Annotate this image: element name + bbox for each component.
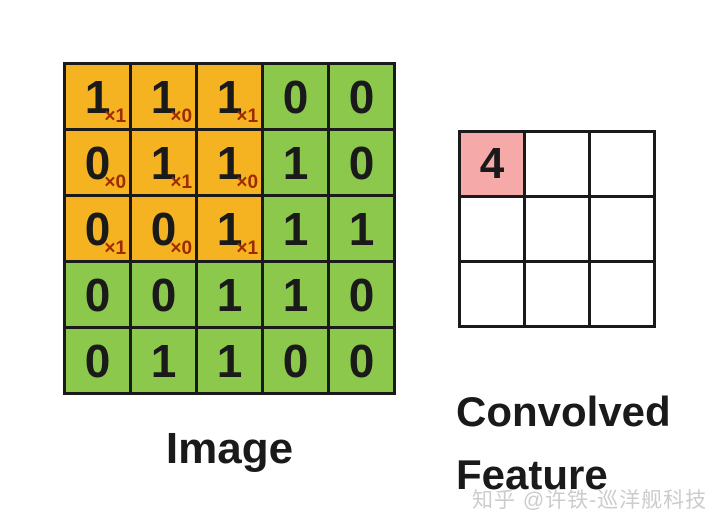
image-cell: 1: [132, 329, 195, 392]
image-cell: 1: [330, 197, 393, 260]
feature-cell: [526, 263, 588, 325]
image-cell: 0: [264, 65, 327, 128]
image-cell: 0: [330, 65, 393, 128]
image-cell-value: 0: [150, 268, 177, 321]
image-cell: 1: [198, 329, 261, 392]
image-cell: 1: [264, 263, 327, 326]
image-cell-value: 1: [216, 202, 243, 255]
kernel-multiplier: ×0: [170, 106, 193, 127]
image-cell: 0: [264, 329, 327, 392]
image-cell-value: 0: [282, 334, 309, 387]
image-cell: 1: [198, 263, 261, 326]
kernel-multiplier: ×1: [104, 106, 127, 127]
image-cell: 0: [66, 329, 129, 392]
image-cell: 1×1: [198, 197, 261, 260]
kernel-multiplier: ×0: [236, 172, 259, 193]
image-cell: 1×0: [132, 65, 195, 128]
convolved-feature-label-line1: Convolved: [456, 388, 671, 435]
image-cell-value: 0: [84, 202, 111, 255]
image-cell-value: 0: [84, 268, 111, 321]
image-cell: 1×1: [198, 65, 261, 128]
image-cell-value: 0: [84, 334, 111, 387]
image-cell-value: 1: [282, 136, 309, 189]
kernel-multiplier: ×1: [104, 238, 127, 259]
image-cell: 1×0: [198, 131, 261, 194]
image-label: Image: [165, 424, 294, 473]
feature-cell: [591, 198, 653, 260]
image-cell-value: 1: [216, 268, 243, 321]
image-cell-value: 0: [348, 70, 375, 123]
convolved-feature-matrix: 4: [458, 130, 656, 328]
image-cell-value: 0: [348, 334, 375, 387]
image-cell-value: 0: [150, 202, 177, 255]
watermark: 知乎 @许铁-巡洋舰科技: [472, 489, 708, 512]
image-cell: 0×0: [66, 131, 129, 194]
image-cell: 1: [264, 197, 327, 260]
feature-cell: [461, 198, 523, 260]
image-cell: 0: [330, 131, 393, 194]
image-cell-value: 1: [282, 268, 309, 321]
image-cell-value: 1: [150, 334, 177, 387]
image-cell: 0: [132, 263, 195, 326]
feature-cell: 4: [461, 133, 523, 195]
kernel-multiplier: ×1: [170, 172, 193, 193]
image-cell-value: 0: [348, 268, 375, 321]
image-cell: 1: [264, 131, 327, 194]
feature-cell-value: 4: [479, 139, 505, 188]
kernel-multiplier: ×0: [170, 238, 193, 259]
image-cell-value: 1: [84, 70, 111, 123]
image-cell: 1×1: [66, 65, 129, 128]
image-cell-value: 1: [150, 136, 177, 189]
image-cell: 1×1: [132, 131, 195, 194]
feature-cell: [591, 263, 653, 325]
image-cell-value: 1: [150, 70, 177, 123]
convolved-feature-label-line2: Feature: [456, 451, 608, 498]
image-cell: 0: [66, 263, 129, 326]
image-cell-value: 0: [282, 70, 309, 123]
feature-cell: [591, 133, 653, 195]
image-cell-value: 1: [216, 70, 243, 123]
image-cell: 0×0: [132, 197, 195, 260]
image-cell-value: 0: [84, 136, 111, 189]
image-cell-value: 1: [216, 136, 243, 189]
image-cell: 0: [330, 329, 393, 392]
convolved-feature-label: Convolved Feature: [456, 380, 671, 506]
kernel-multiplier: ×1: [236, 238, 259, 259]
image-cell: 0: [330, 263, 393, 326]
feature-cell: [526, 133, 588, 195]
kernel-multiplier: ×0: [104, 172, 127, 193]
image-cell: 0×1: [66, 197, 129, 260]
image-cell-value: 1: [216, 334, 243, 387]
feature-cell: [461, 263, 523, 325]
image-cell-value: 1: [348, 202, 375, 255]
image-cell-value: 1: [282, 202, 309, 255]
kernel-multiplier: ×1: [236, 106, 259, 127]
image-cell-value: 0: [348, 136, 375, 189]
feature-cell: [526, 198, 588, 260]
